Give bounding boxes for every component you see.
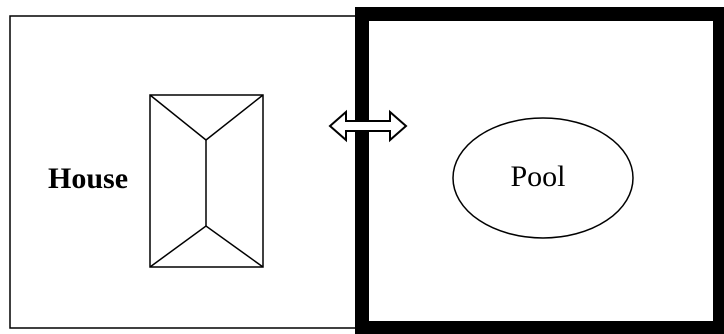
house-outline — [149, 94, 264, 268]
roof-hip-bottom — [149, 225, 264, 268]
house-roof-plan — [149, 94, 264, 268]
double-arrow-icon — [328, 109, 408, 143]
pool-label: Pool — [510, 160, 565, 193]
house-label: House — [48, 162, 128, 195]
roof-hip-top — [149, 94, 264, 141]
pool-enclosure-fence — [355, 7, 724, 334]
pool-shape — [452, 117, 634, 239]
